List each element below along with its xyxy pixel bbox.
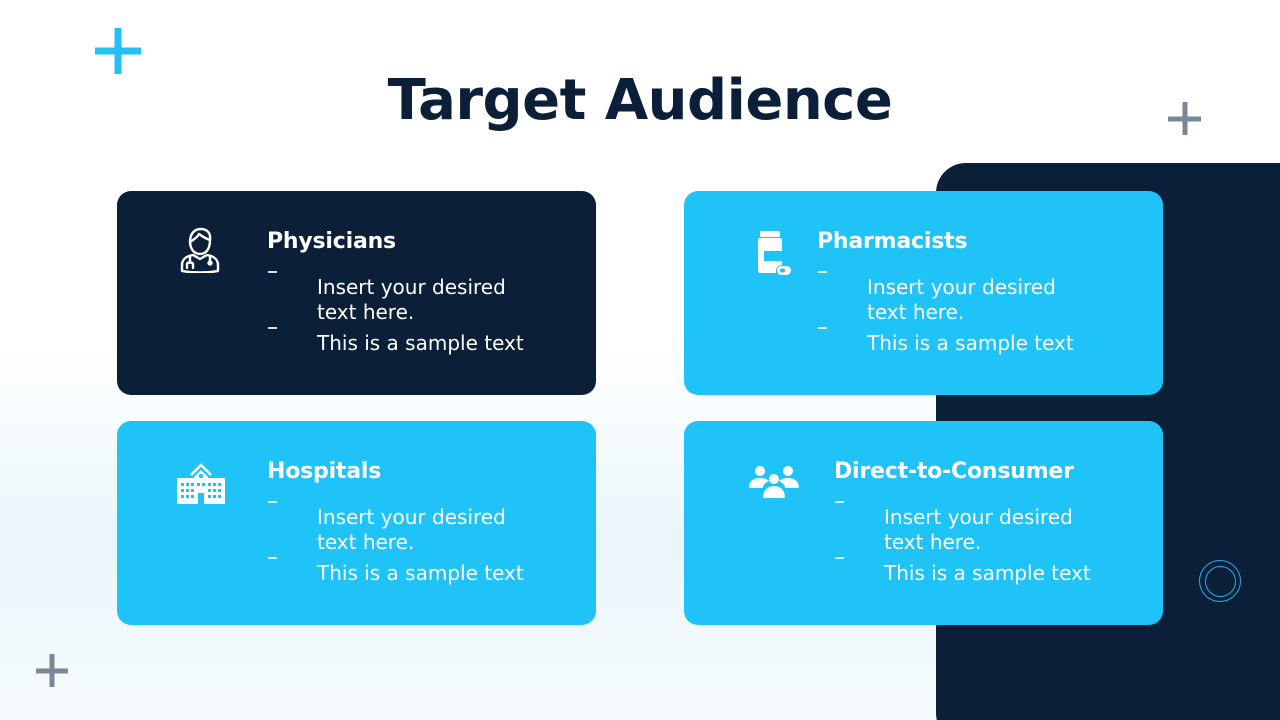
bullet-list: Insert your desired text here. This is a… (818, 271, 1097, 362)
bullet-item: This is a sample text (268, 557, 547, 586)
card-direct-to-consumer: Direct-to-Consumer Insert your desired t… (684, 421, 1163, 625)
bullet-item: Insert your desired text here. (268, 271, 547, 325)
doctor-icon (179, 227, 221, 277)
card-pharmacists: Pharmacists Insert your desired text her… (684, 191, 1163, 395)
card-physicians: Physicians Insert your desired text here… (117, 191, 596, 395)
card-heading: Hospitals (267, 459, 382, 484)
card-heading: Pharmacists (817, 229, 968, 254)
slide-title: Target Audience (387, 68, 893, 133)
hospital-icon (176, 463, 226, 509)
bullet-item: Insert your desired text here. (835, 501, 1114, 555)
card-heading: Direct-to-Consumer (834, 459, 1074, 484)
bullet-list: Insert your desired text here. This is a… (268, 501, 547, 592)
concentric-circles-icon (1199, 560, 1241, 602)
bullet-item: This is a sample text (268, 327, 547, 356)
plus-decoration-icon (36, 654, 68, 687)
bullet-item: This is a sample text (835, 557, 1114, 586)
bullet-item: Insert your desired text here. (818, 271, 1097, 325)
medicine-bottle-icon (756, 229, 792, 283)
people-group-icon (748, 465, 800, 503)
bullet-item: Insert your desired text here. (268, 501, 547, 555)
card-heading: Physicians (267, 229, 396, 254)
card-hospitals: Hospitals Insert your desired text here.… (117, 421, 596, 625)
bullet-list: Insert your desired text here. This is a… (835, 501, 1114, 592)
bullet-item: This is a sample text (818, 327, 1097, 356)
bullet-list: Insert your desired text here. This is a… (268, 271, 547, 362)
